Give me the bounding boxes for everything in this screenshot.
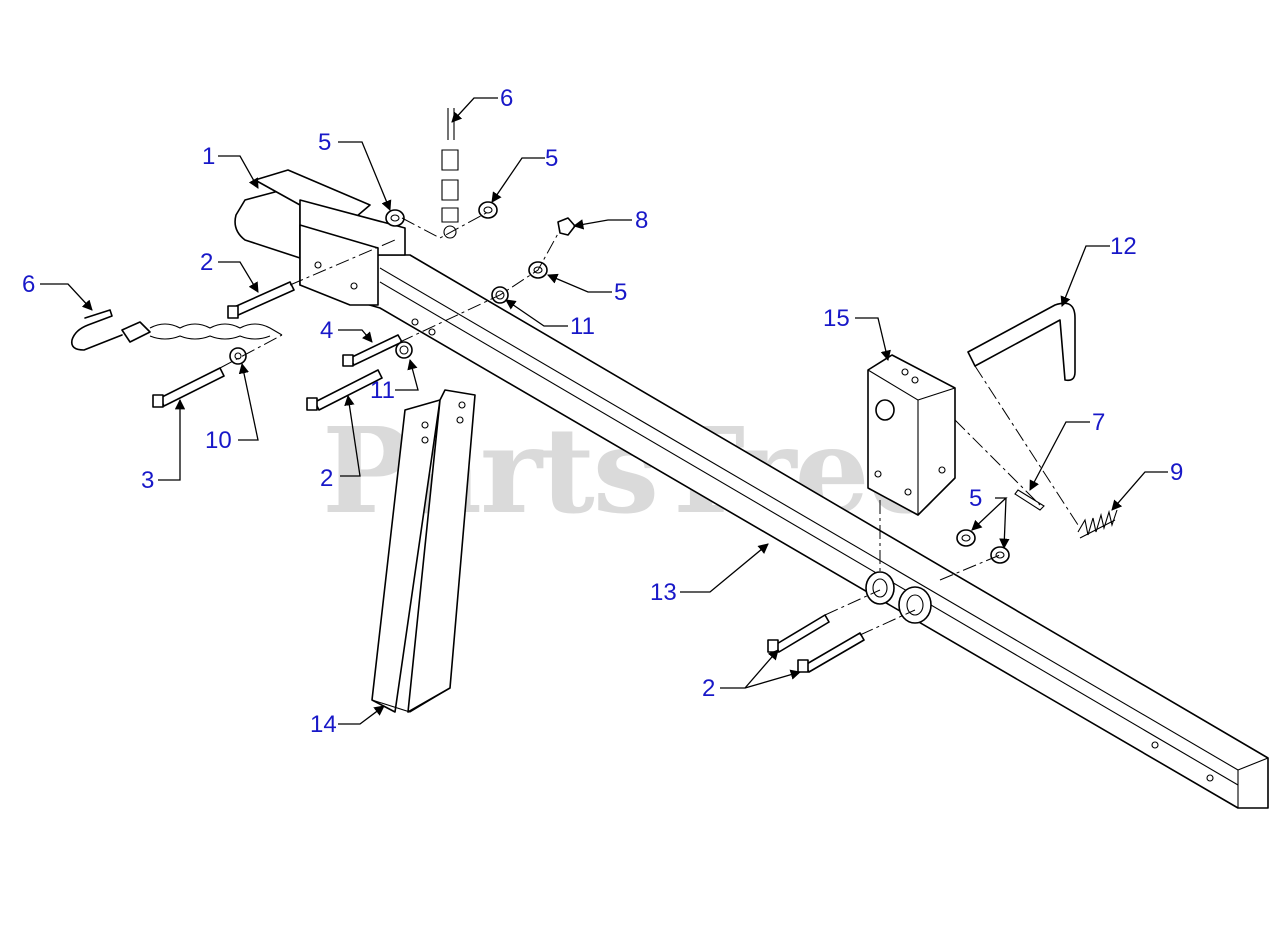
safety-chain	[70, 309, 283, 351]
tongue-tube	[299, 254, 1269, 809]
callout-12: 12	[1110, 233, 1137, 260]
callouts: 1 2 2 2 3 4 5 5 5 5 6 6 7 8 9 10 11 11 1…	[22, 85, 1183, 738]
callout-13: 13	[650, 579, 677, 606]
callout-7: 7	[1092, 409, 1105, 436]
callout-15: 15	[823, 305, 850, 332]
callout-1: 1	[202, 143, 215, 170]
pivot-bracket	[867, 354, 956, 516]
callout-2: 2	[320, 465, 333, 492]
callout-11: 11	[570, 313, 595, 340]
hitch-coupler	[234, 169, 406, 306]
callout-5: 5	[969, 485, 982, 512]
cotter-pin	[1014, 489, 1045, 511]
callout-8: 8	[635, 207, 648, 234]
callout-3: 3	[141, 467, 154, 494]
callout-2: 2	[200, 249, 213, 276]
callout-5: 5	[318, 129, 331, 156]
callout-14: 14	[310, 711, 337, 738]
center-lines	[219, 211, 1081, 636]
callout-2: 2	[702, 675, 715, 702]
callout-10: 10	[205, 427, 232, 454]
spring	[1077, 509, 1118, 539]
callout-11: 11	[370, 377, 395, 404]
callout-6: 6	[22, 271, 35, 298]
vertical-chain	[441, 108, 459, 239]
callout-4: 4	[320, 317, 333, 344]
bolts	[152, 281, 865, 673]
callout-6: 6	[500, 85, 513, 112]
stand-bracket	[371, 389, 476, 713]
handle-pin	[967, 302, 1076, 382]
callout-5: 5	[614, 279, 627, 306]
callout-9: 9	[1170, 459, 1183, 486]
nuts-washers	[229, 201, 1010, 564]
callout-5: 5	[545, 145, 558, 172]
leader-lines	[40, 97, 1168, 725]
